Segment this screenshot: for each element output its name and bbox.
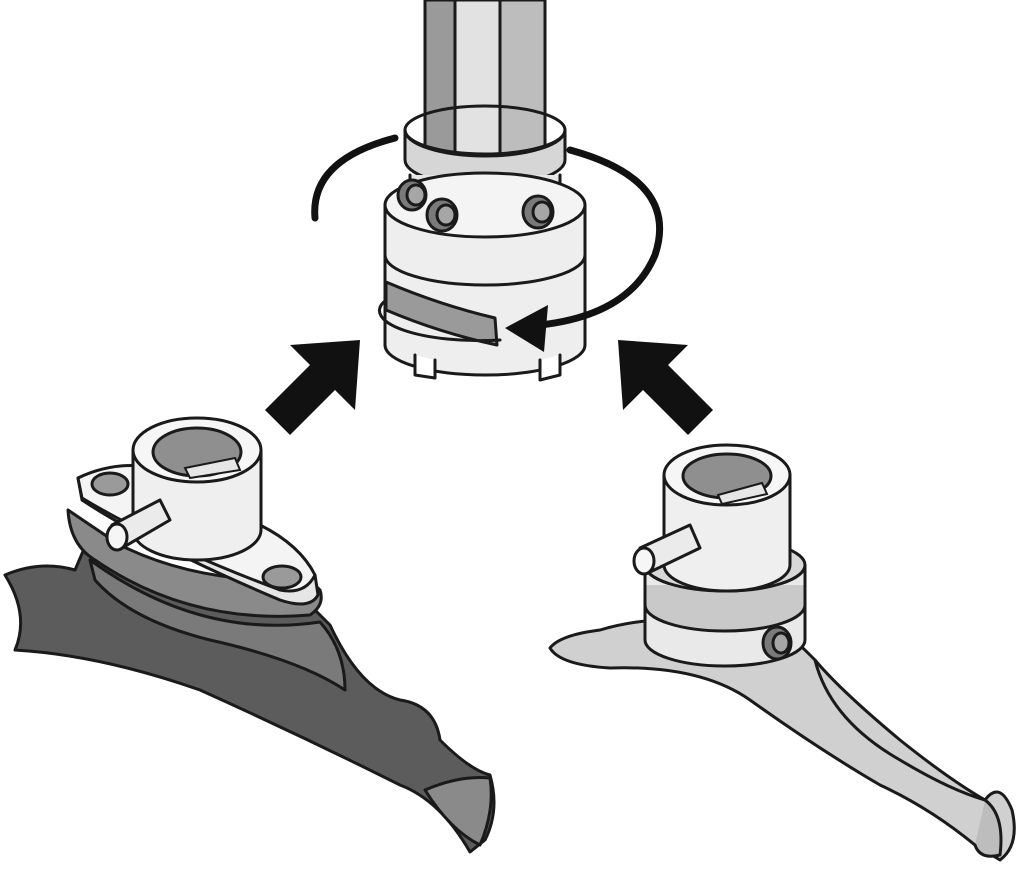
rotation-arrow (311, 134, 664, 352)
set-screw (521, 194, 555, 230)
tire-tool-head-left (3, 416, 496, 854)
tire-tool-head-right (548, 443, 1016, 862)
set-screw (396, 178, 428, 212)
insert-arrow-left (265, 340, 360, 435)
spindle-head (378, 0, 587, 382)
hex-shaft (423, 0, 547, 167)
insert-arrow-right (618, 340, 713, 435)
set-screw (425, 197, 459, 233)
